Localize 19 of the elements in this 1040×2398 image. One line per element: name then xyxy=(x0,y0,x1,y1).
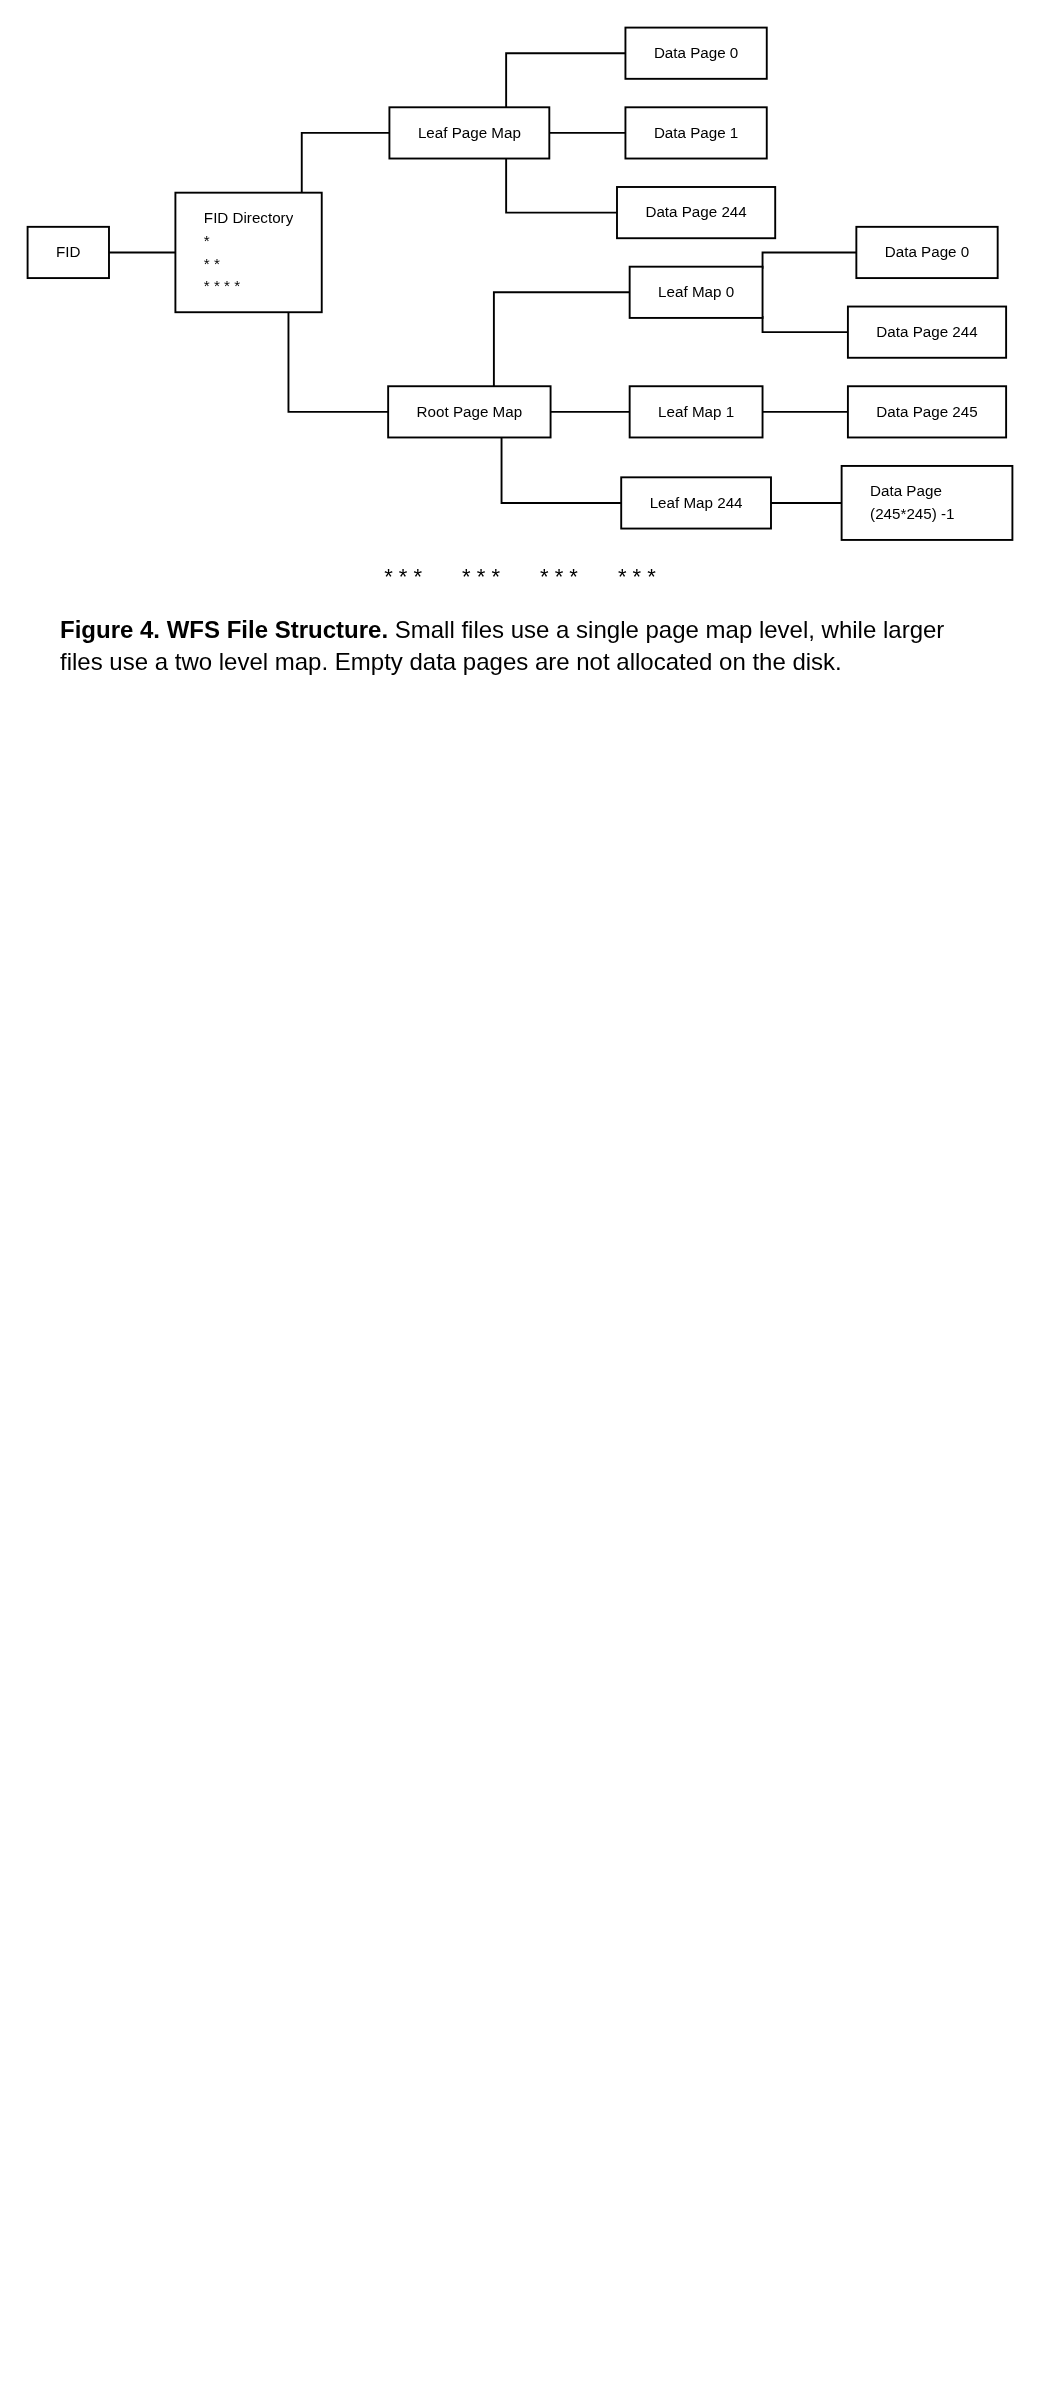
node-box: Leaf Page Map xyxy=(388,106,551,160)
ellipsis-note: * * * xyxy=(617,563,656,590)
ellipsis-note: * * * xyxy=(540,563,578,590)
node-box: Data Page (245*245) -1 xyxy=(840,465,1014,541)
node-box: Data Page 244 xyxy=(616,186,777,240)
node-box: Leaf Map 244 xyxy=(620,476,772,530)
figure-caption: Figure 4. WFS File Structure. Small files use a single page map level, while larger files use a two level map. Empty data pages are not allocated on the disk. xyxy=(60,614,946,677)
node-box: Data Page 245 xyxy=(846,385,1008,439)
node-box: Data Page 1 xyxy=(624,106,768,160)
node-box: Root Page Map xyxy=(387,385,552,439)
node-box: Data Page 0 xyxy=(624,26,768,80)
ellipsis-note: * * * xyxy=(384,563,423,590)
ellipsis-note: * * * xyxy=(462,563,500,590)
node-box: Leaf Map 0 xyxy=(628,265,764,319)
node-box: Data Page 244 xyxy=(846,305,1008,359)
node-box: Leaf Map 1 xyxy=(628,385,764,439)
node-box: FID xyxy=(26,225,110,279)
node-box: Data Page 0 xyxy=(855,225,999,279)
node-box: FID Directory * * * * * * * xyxy=(174,191,323,314)
